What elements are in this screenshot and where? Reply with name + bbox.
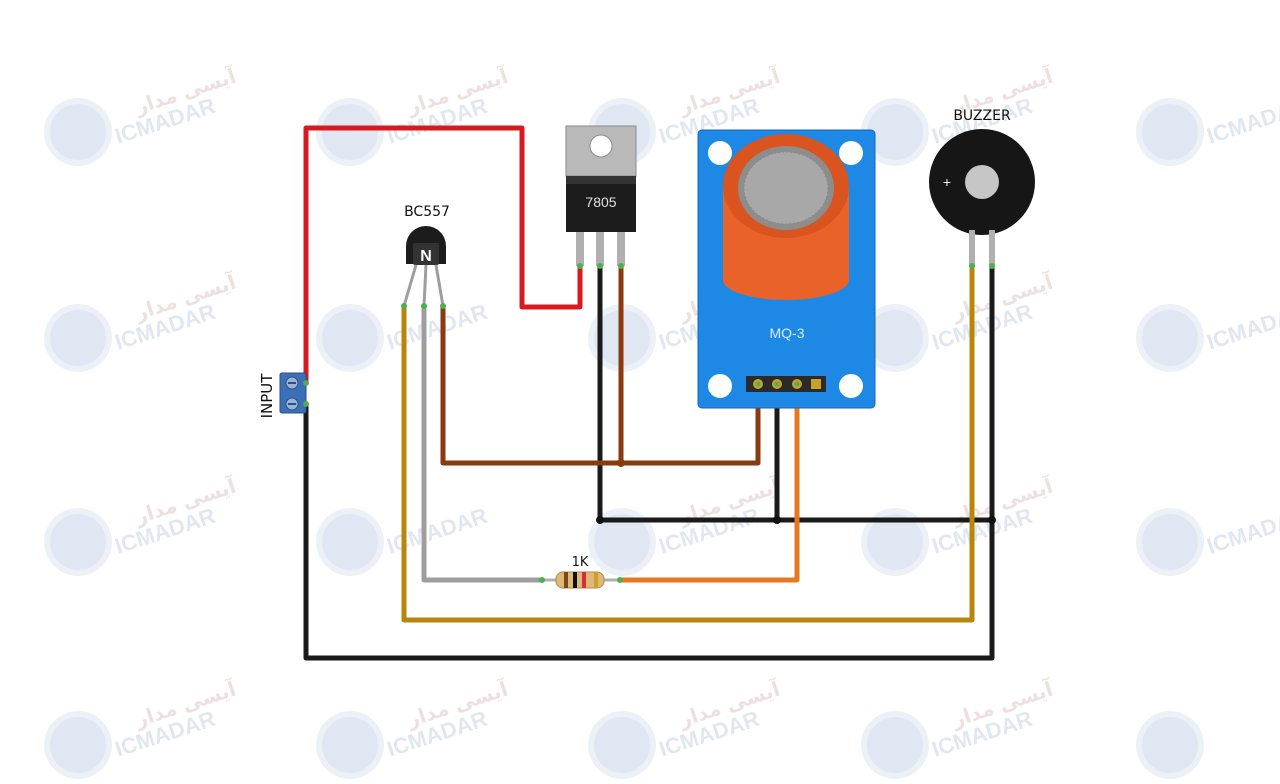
watermark-logo-text: IC	[1157, 733, 1179, 758]
input-terminal: INPUT	[258, 372, 309, 419]
watermark-logo: IC	[1136, 711, 1204, 779]
buzzer-plus-label: +	[943, 174, 951, 190]
watermark-brand: ICMADAR	[384, 503, 491, 559]
regulator-7805: 7805	[565, 125, 637, 269]
watermark-logo-text: IC	[337, 326, 359, 351]
watermark-logo-text: IC	[609, 733, 631, 758]
input-label: INPUT	[258, 373, 276, 419]
watermark-logo-text: IC	[882, 326, 904, 351]
watermark-logo-text: IC	[1157, 326, 1179, 351]
watermark-logo-text: IC	[882, 120, 904, 145]
transistor-label: BC557	[404, 204, 450, 220]
watermark-logo: IC ICMADAR آیسی مدار	[588, 675, 784, 779]
watermark-logo: IC ICMADAR	[1136, 299, 1280, 372]
watermark-logo-text: IC	[882, 733, 904, 758]
transistor-bc557: BC557 N	[401, 204, 450, 309]
wire-black-ground-bottom	[303, 263, 995, 661]
buzzer-label: BUZZER	[953, 108, 1011, 124]
watermark-logo-text: IC	[609, 530, 631, 555]
junction-dot	[988, 516, 996, 524]
watermark-logo-text: IC	[65, 326, 87, 351]
resistor-1k: 1K	[539, 555, 623, 589]
wire-gold-buzzer	[401, 263, 975, 623]
watermark-logo: IC ICMADAR آیسی مدار	[316, 62, 512, 166]
watermark-brand: ICMADAR	[1204, 93, 1280, 149]
watermark-logo: IC ICMADAR آیسی مدار	[861, 675, 1057, 779]
watermark-logo: IC ICMADAR آیسی مدار	[861, 268, 1057, 372]
watermark-logo-text: IC	[65, 733, 87, 758]
watermark-logo: IC ICMADAR آیسی مدار	[44, 675, 240, 779]
junction-dot	[773, 516, 781, 524]
watermark-logo-text: IC	[1157, 120, 1179, 145]
watermark-logo-text: IC	[337, 120, 359, 145]
wire-red-vin	[303, 125, 583, 385]
wires	[303, 125, 995, 661]
watermark-logo: IC ICMADAR آیسی مدار	[316, 675, 512, 779]
watermark-logo-text: IC	[882, 530, 904, 555]
watermark-logo: IC ICMADAR	[1136, 503, 1280, 576]
junctions	[596, 459, 996, 524]
regulator-label: 7805	[585, 194, 616, 210]
watermark-brand: ICMADAR	[384, 299, 491, 355]
buzzer: BUZZER +	[929, 108, 1035, 269]
watermark-logo: IC ICMADAR	[1136, 93, 1280, 166]
watermark-logo-text: IC	[337, 733, 359, 758]
watermark-logo: IC ICMADAR آیسی مدار	[44, 62, 240, 166]
resistor-label: 1K	[572, 555, 589, 570]
junction-dot	[596, 516, 604, 524]
watermark-logo: IC ICMADAR آیسی مدار	[44, 268, 240, 372]
watermark-logo-text: IC	[337, 530, 359, 555]
wire-brown-emitter	[440, 303, 761, 466]
watermark-logo: IC ICMADAR آیسی مدار	[588, 472, 784, 576]
watermark-logo-text: IC	[65, 120, 87, 145]
watermark-logo-text: IC	[65, 530, 87, 555]
mq3-sensor-module: MQ-3	[697, 129, 876, 409]
watermark-brand: ICMADAR	[1204, 503, 1280, 559]
wire-gray-base	[421, 303, 545, 583]
watermark-logo: IC ICMADAR آیسی مدار	[44, 472, 240, 576]
sensor-label: MQ-3	[770, 325, 805, 341]
wire-orange-dout	[617, 381, 800, 583]
watermark-logo: IC ICMADAR آیسی مدار	[861, 472, 1057, 576]
junction-dot	[617, 459, 625, 467]
watermarks: IC ICMADAR آیسی مدار IC ICMADAR آیسی مدا…	[44, 62, 1280, 779]
transistor-mark: N	[420, 248, 432, 265]
watermark-brand: ICMADAR	[1204, 299, 1280, 355]
watermark-logo-text: IC	[1157, 530, 1179, 555]
